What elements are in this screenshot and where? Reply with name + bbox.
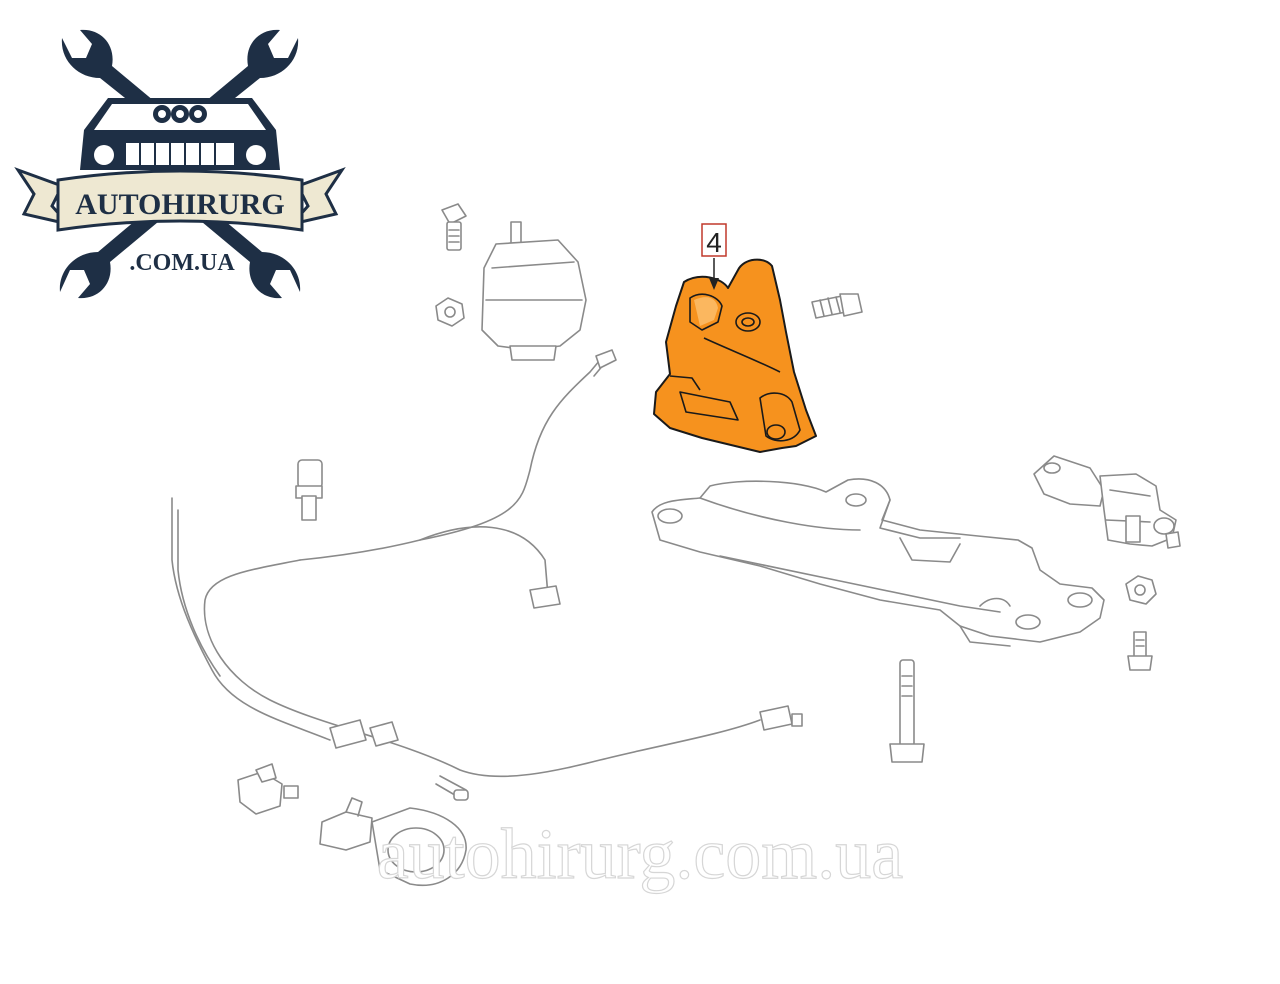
transmission-crossmember (651, 478, 1105, 647)
long-bolt (889, 659, 925, 763)
sensor-connector (237, 763, 299, 815)
engine-mount (481, 221, 587, 361)
callout-number: 4 (706, 227, 722, 258)
engine-mount-bracket (653, 258, 817, 453)
autohirurg-logo: AUTOHIRURG .COM.UA (14, 29, 346, 299)
mount-bolt (441, 203, 467, 251)
bracket-body (653, 258, 817, 453)
logo-domain-text: .COM.UA (129, 250, 235, 276)
callout-4: 4 (701, 223, 727, 290)
mount-nut (435, 297, 465, 327)
sensor-cable (171, 349, 803, 801)
speed-sensor (295, 459, 323, 521)
car-front-icon (80, 98, 280, 170)
mount-bolt-right (1127, 631, 1153, 671)
bracket-bolt (811, 293, 863, 319)
logo-ribbon: AUTOHIRURG (14, 167, 346, 232)
callout-box (701, 223, 727, 257)
logo-brand-text: AUTOHIRURG (75, 188, 284, 221)
arrow-head-icon (709, 278, 719, 290)
mount-nut-right (1125, 575, 1157, 605)
solenoid-valve (319, 797, 467, 886)
crossed-wrenches-icon (59, 29, 301, 299)
watermark-text: autohirurg.com.ua (377, 814, 904, 894)
transmission-mount (1033, 455, 1181, 549)
